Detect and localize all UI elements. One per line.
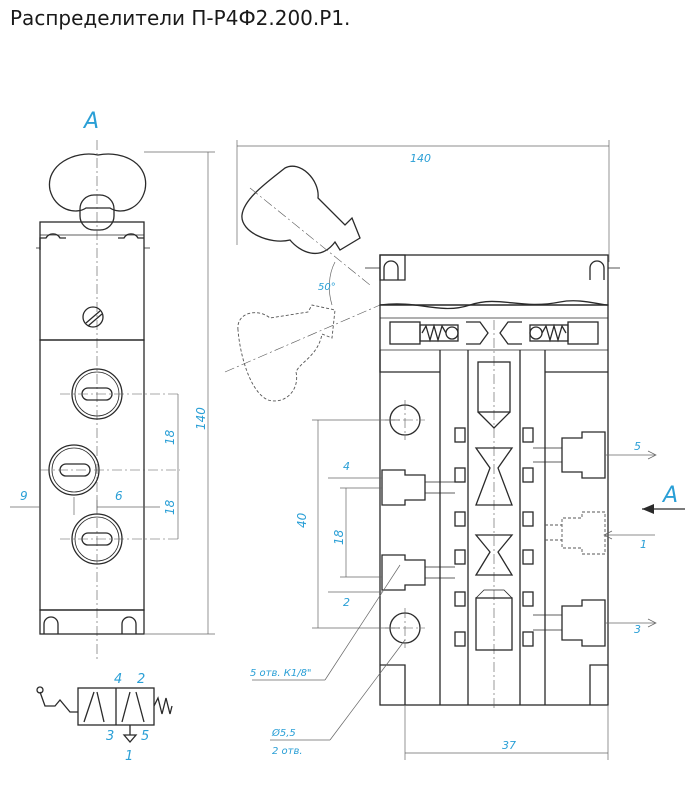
dim-height-140: 140 [194, 407, 208, 430]
front-section-view: 140 50° [224, 140, 685, 760]
sym-port-4: 4 [114, 672, 122, 687]
dim-left-6: 6 [115, 489, 123, 503]
screw [82, 306, 104, 328]
dim-18-front: 18 [332, 529, 346, 545]
sym-port-5: 5 [141, 729, 149, 744]
lever-handle [241, 165, 361, 254]
base-side [39, 609, 145, 635]
dim-2: 2 [343, 596, 350, 609]
page-title: Распределители П-Р4Ф2.200.Р1. [10, 6, 351, 30]
pneumatic-symbol: 4 2 3 5 1 [36, 672, 173, 764]
sym-port-3: 3 [106, 729, 114, 744]
sym-port-1: 1 [125, 749, 133, 764]
note-diameter: Ø5,5 [271, 727, 296, 739]
dim-4: 4 [343, 460, 350, 473]
valve-body-side [39, 339, 145, 611]
arrow-label-a: А [661, 483, 678, 508]
dim-37: 37 [502, 739, 516, 752]
note-two-holes: 2 отв. [272, 746, 303, 757]
port-3: 3 [634, 623, 641, 636]
dim-18-lower: 18 [163, 499, 177, 515]
spool-seals [454, 427, 534, 647]
angle-50: 50° [318, 282, 336, 293]
sym-port-2: 2 [137, 672, 145, 687]
side-view: 140 18 18 9 6 А [10, 109, 215, 660]
lever-handle-alt [237, 304, 336, 402]
dim-40: 40 [295, 512, 309, 528]
port-5: 5 [634, 440, 641, 453]
port-1: 1 [640, 538, 647, 551]
dim-width-140: 140 [410, 152, 431, 165]
dim-18-upper: 18 [163, 429, 177, 445]
handle-knob [48, 153, 147, 212]
dim-left-9: 9 [20, 489, 28, 503]
view-label-a: А [82, 109, 99, 134]
note-holes: 5 отв. К1/8" [250, 668, 312, 679]
